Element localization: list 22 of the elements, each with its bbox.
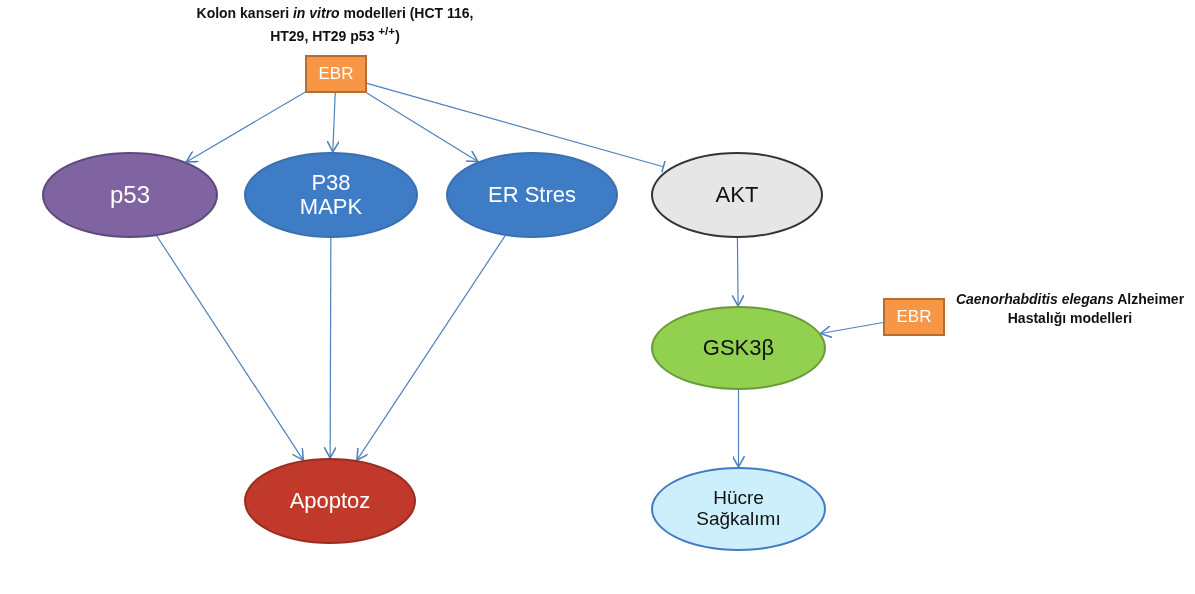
model-caption: Caenorhabditis elegans Alzheimer Hastalığı modelleri <box>954 290 1186 328</box>
node-label: p53 <box>109 181 150 209</box>
node-label: GSK3β <box>702 335 775 361</box>
arrow <box>366 92 479 163</box>
arrow <box>731 237 745 307</box>
node-label: Apoptoz <box>289 488 371 514</box>
model-caption: Kolon kanseri in vitro modelleri (HCT 116, HT29, HT29 p53 $^{+/+}$) <box>195 4 475 46</box>
arrow <box>819 321 884 339</box>
arrow <box>185 91 306 163</box>
node-label: EBR <box>896 307 932 327</box>
node-label: EBR <box>318 64 354 84</box>
node-label: AKT <box>715 182 759 208</box>
arrow <box>323 237 337 459</box>
compound-box <box>305 55 367 93</box>
node-label: ER Stres <box>488 182 576 208</box>
arrow <box>731 389 746 468</box>
node-label: Hücre Sağkalımı <box>695 488 782 530</box>
arrow <box>326 92 340 153</box>
arrow <box>156 235 305 461</box>
node-label: P38 MAPK <box>298 170 364 220</box>
compound-box <box>883 298 945 336</box>
arrow <box>356 235 506 461</box>
